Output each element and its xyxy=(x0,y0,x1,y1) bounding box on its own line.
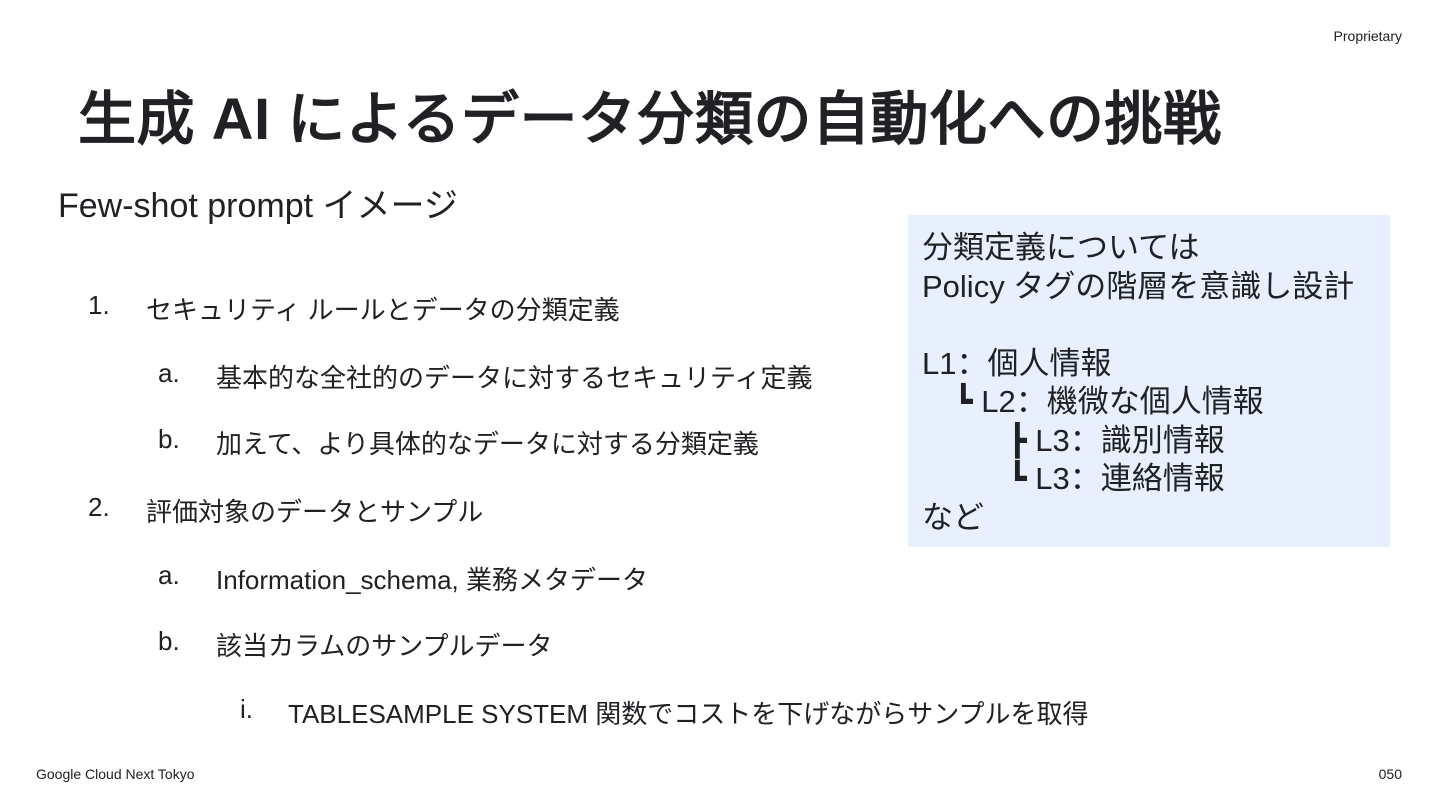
info-line-blank xyxy=(922,306,1390,345)
list-item-text: TABLESAMPLE SYSTEM 関数でコストを下げながらサンプルを取得 xyxy=(288,699,1089,729)
info-line-l2: ┗ L2：機微な個人情報 xyxy=(954,384,1264,419)
footer-event-name: Google Cloud Next Tokyo xyxy=(36,766,195,782)
list-marker: a. xyxy=(158,358,180,388)
info-line-l3: ┣ L3：識別情報 xyxy=(1008,422,1225,458)
slide-title: 生成 AI によるデータ分類の自動化への挑戦 xyxy=(78,87,1222,152)
info-line-l1: L1：個人情報 xyxy=(922,345,1112,381)
list-item-text: Information_schema, 業務メタデータ xyxy=(216,565,649,595)
list-marker: b. xyxy=(158,626,180,656)
list-item-text: セキュリティ ルールとデータの分類定義 xyxy=(146,295,620,325)
classification-info-box: 分類定義については Policy タグの階層を意識し設計 L1：個人情報 ┗ L… xyxy=(908,215,1390,547)
list-item-text: 基本的な全社的のデータに対するセキュリティ定義 xyxy=(216,363,813,393)
list-marker: b. xyxy=(158,424,180,454)
list-marker: i. xyxy=(240,694,253,724)
info-line: Policy タグの階層を意識し設計 xyxy=(922,268,1355,304)
info-line: など xyxy=(922,499,984,535)
page-number: 050 xyxy=(1378,766,1402,782)
list-marker: 2. xyxy=(88,492,110,522)
proprietary-label: Proprietary xyxy=(1333,28,1402,44)
list-item-text: 該当カラムのサンプルデータ xyxy=(216,631,553,661)
list-marker: a. xyxy=(158,560,180,590)
list-marker: 1. xyxy=(88,290,110,320)
info-line: 分類定義については xyxy=(922,230,1200,265)
info-line-l3: ┗ L3：連絡情報 xyxy=(1008,461,1225,496)
slide-subtitle: Few-shot prompt イメージ xyxy=(58,187,458,225)
list-item-text: 加えて、より具体的なデータに対する分類定義 xyxy=(216,429,759,459)
list-item-text: 評価対象のデータとサンプル xyxy=(146,497,484,527)
